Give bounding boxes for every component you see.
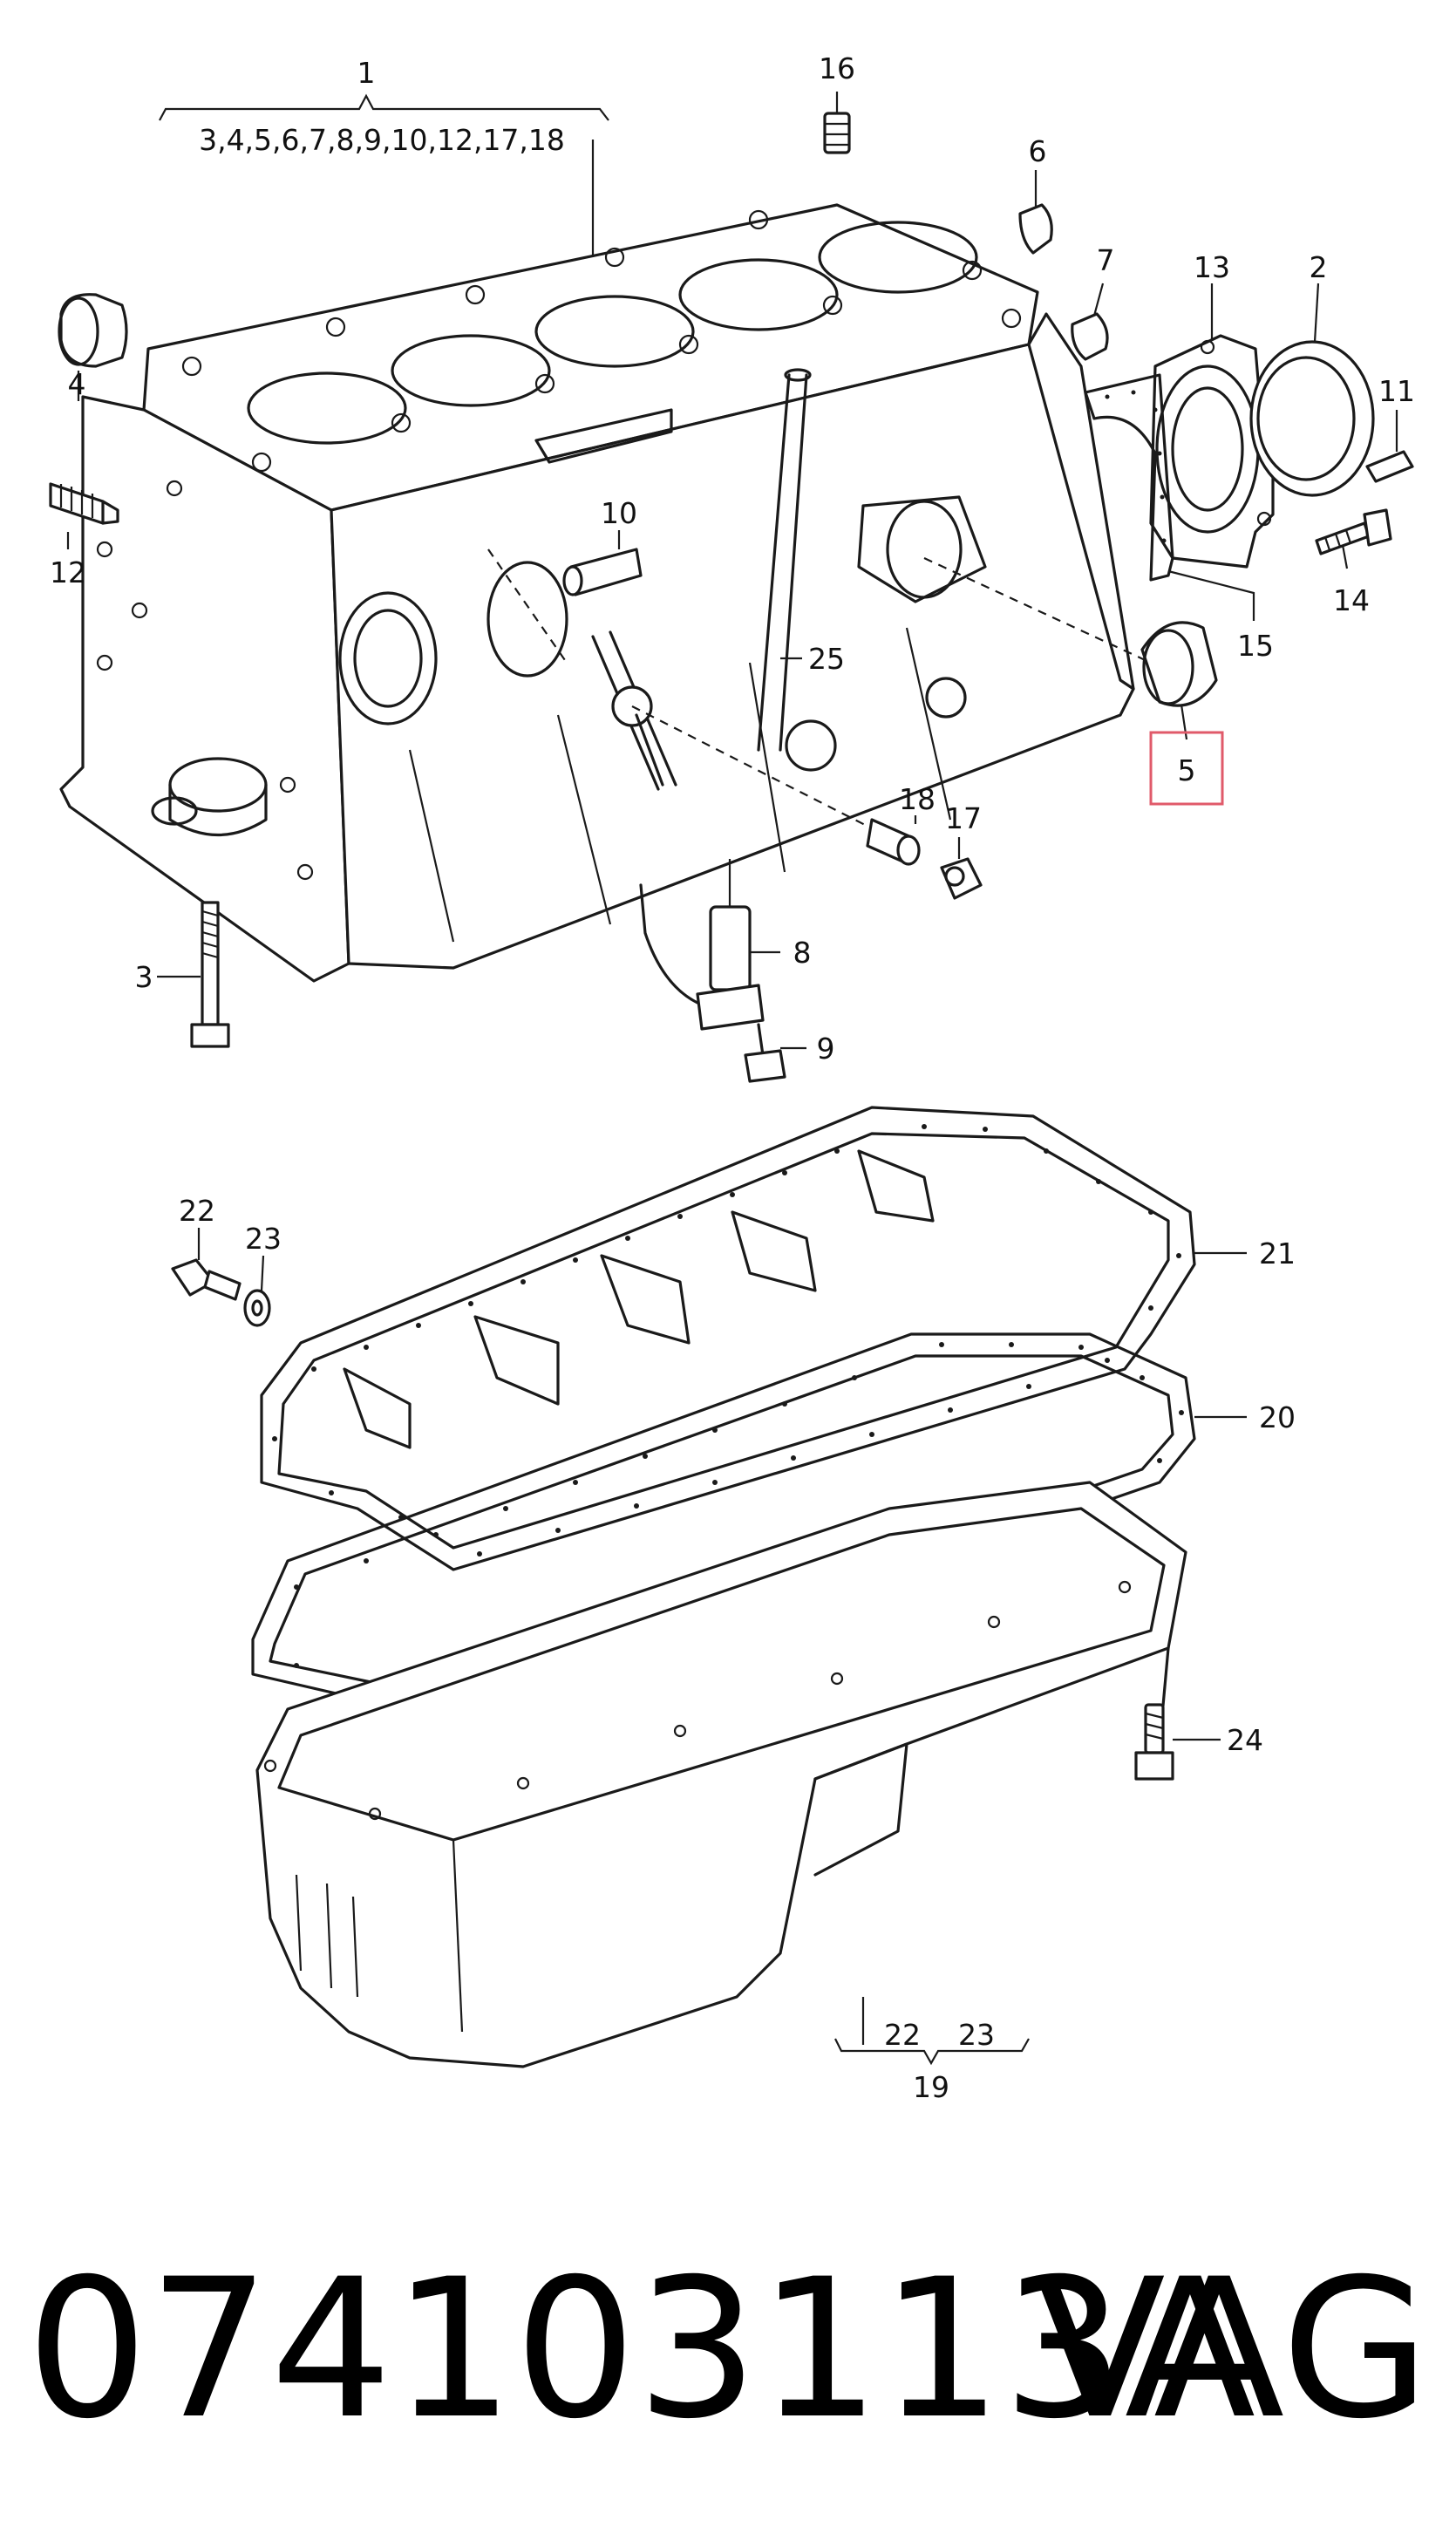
callout-6: 6: [1029, 134, 1047, 168]
part-2-seal: [1249, 340, 1375, 497]
callout-17: 17: [945, 801, 982, 835]
engine-block: [59, 203, 1152, 983]
part-23-washer: [243, 1289, 271, 1327]
part-22-bolt: [171, 1258, 242, 1301]
part-11-dowel: [1365, 450, 1414, 483]
part-13-flange: [1149, 334, 1275, 569]
part-6-cap: [1018, 203, 1053, 255]
callout-19: 19: [913, 2070, 949, 2104]
callout-21: 21: [1259, 1236, 1296, 1270]
part-5-seal: [1140, 621, 1218, 707]
callout-25: 25: [808, 642, 845, 676]
callout-14: 14: [1333, 583, 1370, 617]
part-14-bolt: [1315, 508, 1392, 555]
part-10-bush: [562, 548, 643, 596]
callout-8: 8: [793, 936, 812, 970]
part-4-plug: [58, 293, 128, 368]
part-8-sensor: [639, 883, 765, 1031]
callout-3: 3: [135, 960, 153, 994]
part-9-bolt: [744, 1023, 786, 1083]
part-21-gasket: [260, 1106, 1196, 1571]
part-3-bolt: [190, 901, 230, 1048]
callout-11: 11: [1378, 374, 1415, 408]
callout-19-b: 23: [958, 2018, 995, 2052]
callout-18: 18: [899, 782, 936, 816]
part-16-plug: [823, 112, 851, 154]
callout-10: 10: [601, 496, 637, 530]
callout-23: 23: [245, 1222, 282, 1256]
callout-13: 13: [1194, 250, 1230, 284]
callout-5: 5: [1178, 753, 1196, 787]
part-17-bolt: [940, 857, 983, 900]
oil-pan: [255, 1481, 1187, 2068]
part-number: 074103113A: [26, 2238, 1255, 2461]
callout-7: 7: [1097, 243, 1115, 277]
part-20-gasket: [251, 1332, 1196, 1728]
part-24-bolt: [1134, 1703, 1174, 1781]
part-7-cap: [1071, 312, 1109, 361]
callout-12: 12: [50, 555, 86, 589]
callout-1-sub: 3,4,5,6,7,8,9,10,12,17,18: [199, 123, 565, 157]
callout-24: 24: [1227, 1723, 1263, 1757]
leader-lines: [66, 92, 1398, 2066]
callout-4: 4: [68, 367, 86, 401]
part-18-sleeve: [866, 818, 921, 866]
brand-name: VAG: [1034, 2238, 1430, 2461]
callout-2: 2: [1310, 250, 1328, 284]
callout-1: 1: [357, 56, 376, 90]
callout-19-a: 22: [884, 2018, 921, 2052]
part-15-gasket: [1084, 373, 1174, 582]
callout-16: 16: [819, 51, 855, 85]
callout-9: 9: [817, 1032, 835, 1066]
callout-22: 22: [179, 1194, 215, 1228]
callout-20: 20: [1259, 1400, 1296, 1434]
callout-15: 15: [1237, 629, 1274, 663]
callout-labels: 1 3,4,5,6,7,8,9,10,12,17,18 16 6 7 13 2 …: [50, 51, 1415, 2104]
highlight-box-5: [1149, 731, 1224, 806]
part-12-stud: [49, 482, 119, 525]
